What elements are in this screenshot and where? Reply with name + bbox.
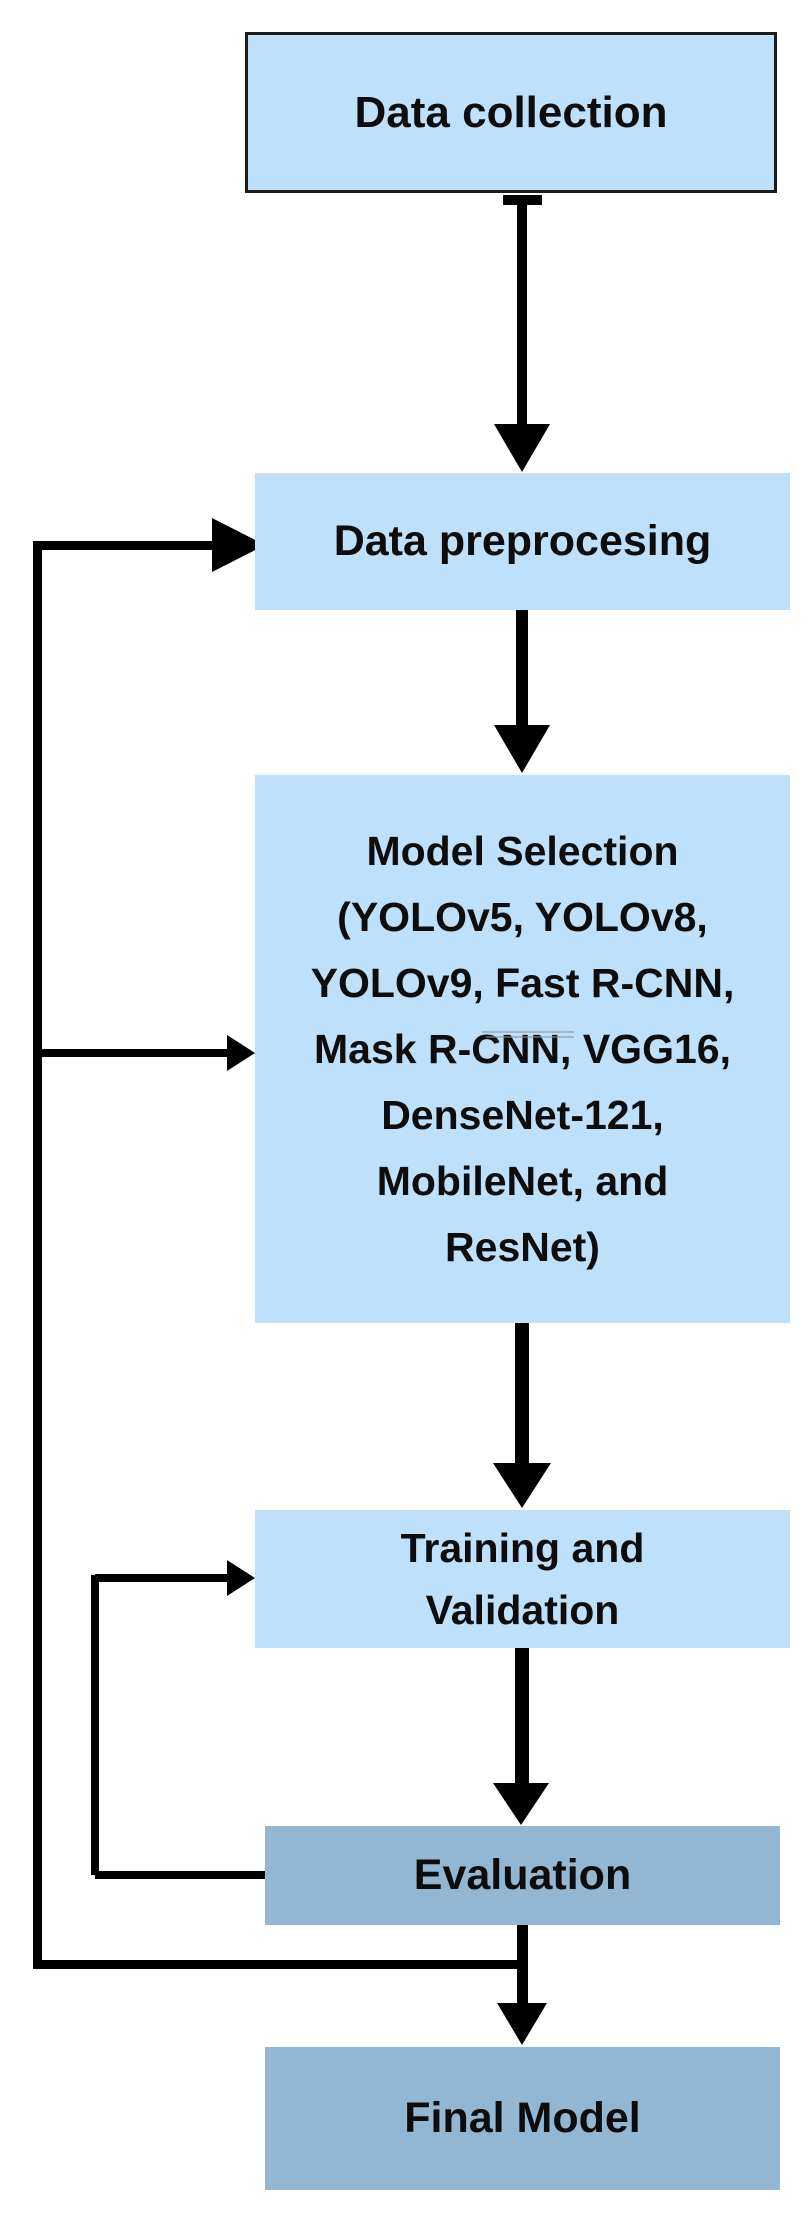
edge3-line	[515, 1323, 529, 1465]
edge5-arrowhead-down-icon	[497, 2003, 547, 2048]
inner-loop-from-evaluation-line	[95, 1871, 265, 1879]
node-data-preprocessing-label: Data preprocesing	[333, 517, 712, 565]
node-data-collection: Data collection	[245, 32, 777, 193]
outer-loop-to-model-selection-line	[41, 1049, 227, 1057]
strikethrough-artifact-line	[482, 1031, 574, 1033]
strikethrough-artifact-line2	[486, 1036, 574, 1038]
node-evaluation-label: Evaluation	[413, 1851, 632, 1899]
node-model-selection-line6: MobileNet, and	[376, 1158, 669, 1204]
edge3-arrowhead-down-icon	[493, 1463, 551, 1511]
node-training-validation-line1: Training and	[400, 1525, 645, 1571]
inner-loop-vertical-line	[91, 1575, 99, 1875]
outer-loop-to-preprocessing-line	[37, 541, 213, 550]
inner-loop-arrowhead-right-icon	[227, 1560, 258, 1596]
edge2-arrowhead-down-icon	[494, 725, 550, 776]
outer-loop-vertical-line	[33, 541, 42, 1969]
node-final-model-label: Final Model	[404, 2094, 641, 2142]
outer-loop-to-model-selection-arrowhead-right-icon	[227, 1035, 258, 1071]
edge1-line	[517, 197, 527, 427]
node-model-selection-line4: Mask R-CNN, VGG16,	[314, 1026, 731, 1072]
edge2-line	[516, 610, 528, 727]
node-model-selection-line7: ResNet)	[445, 1224, 600, 1270]
inner-loop-top-line	[95, 1574, 227, 1582]
node-model-selection-line2: (YOLOv5, YOLOv8,	[337, 894, 708, 940]
node-training-validation-line2: Validation	[425, 1587, 620, 1633]
node-model-selection-line5: DenseNet-121,	[381, 1092, 664, 1138]
node-training-validation: Training and Validation	[255, 1510, 790, 1648]
node-evaluation: Evaluation	[265, 1826, 780, 1925]
node-data-collection-label: Data collection	[354, 87, 668, 137]
edge5-line	[517, 1925, 528, 2005]
outer-loop-bottom-line	[33, 1960, 522, 1969]
edge1-arrowhead-down-icon	[494, 424, 550, 475]
node-final-model: Final Model	[265, 2047, 780, 2190]
node-model-selection-line1: Model Selection	[366, 828, 679, 874]
node-data-preprocessing: Data preprocesing	[255, 473, 790, 610]
node-model-selection-line3: YOLOv9, Fast R-CNN,	[310, 960, 735, 1006]
edge4-arrowhead-down-icon	[493, 1783, 549, 1828]
edge4-line	[515, 1648, 529, 1784]
node-model-selection: Model Selection (YOLOv5, YOLOv8, YOLOv9,…	[255, 775, 790, 1323]
